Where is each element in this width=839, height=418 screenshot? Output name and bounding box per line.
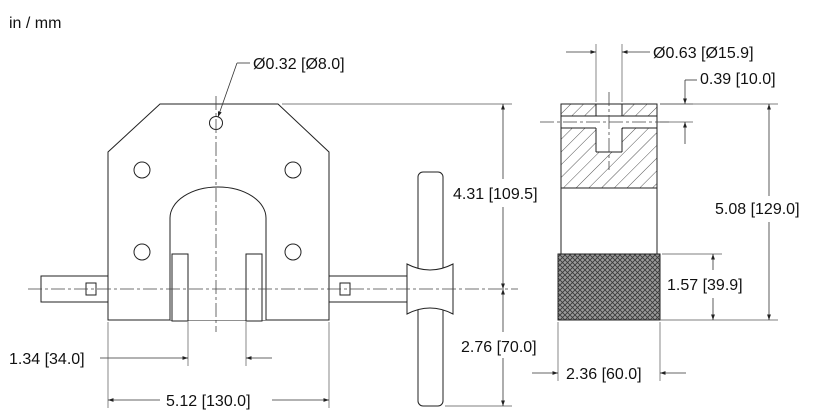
side-height-label: 5.08 [129.0] [715, 201, 800, 218]
right-jaw [245, 253, 263, 322]
front-view [28, 96, 518, 407]
front-height-dimension: 4.31 [109.5] [282, 103, 538, 289]
axis-height-label: 2.76 [70.0] [461, 339, 537, 356]
side-width-dimension: 2.36 [60.0] [532, 322, 686, 383]
axis-height-dimension: 2.76 [70.0] [445, 289, 537, 407]
hole-upper-left [133, 161, 151, 179]
front-height-label: 4.31 [109.5] [453, 186, 538, 203]
front-width-dimension: 5.12 [130.0] [107, 322, 330, 410]
hole-upper-right [284, 161, 302, 179]
pin-depth-label: 0.39 [10.0] [700, 71, 776, 88]
knurl-height-label: 1.57 [39.9] [667, 277, 743, 294]
knurled-section [557, 253, 661, 321]
hole-diameter-callout: Ø0.32 [Ø8.0] [217, 56, 345, 118]
pin-diameter-label: Ø0.63 [Ø15.9] [653, 45, 754, 62]
units-label: in / mm [9, 15, 61, 32]
left-jaw [171, 253, 189, 322]
knurl-height-dimension: 1.57 [39.9] [662, 253, 743, 320]
side-width-label: 2.36 [60.0] [566, 366, 642, 383]
hole-lower-right [284, 243, 302, 261]
hole-lower-left [133, 243, 151, 261]
pin-diameter-dimension: Ø0.63 [Ø15.9] [566, 44, 754, 102]
hole-diameter-label: Ø0.32 [Ø8.0] [253, 56, 345, 73]
jaw-gap-label: 1.34 [34.0] [9, 351, 85, 368]
u-cutout [169, 186, 267, 320]
front-width-label: 5.12 [130.0] [166, 393, 251, 410]
side-view [540, 92, 670, 321]
pin-depth-dimension: 0.39 [10.0] [660, 71, 776, 144]
side-height-dimension: 5.08 [129.0] [660, 103, 800, 321]
jaw-gap-dimension: 1.34 [34.0] [9, 322, 272, 368]
